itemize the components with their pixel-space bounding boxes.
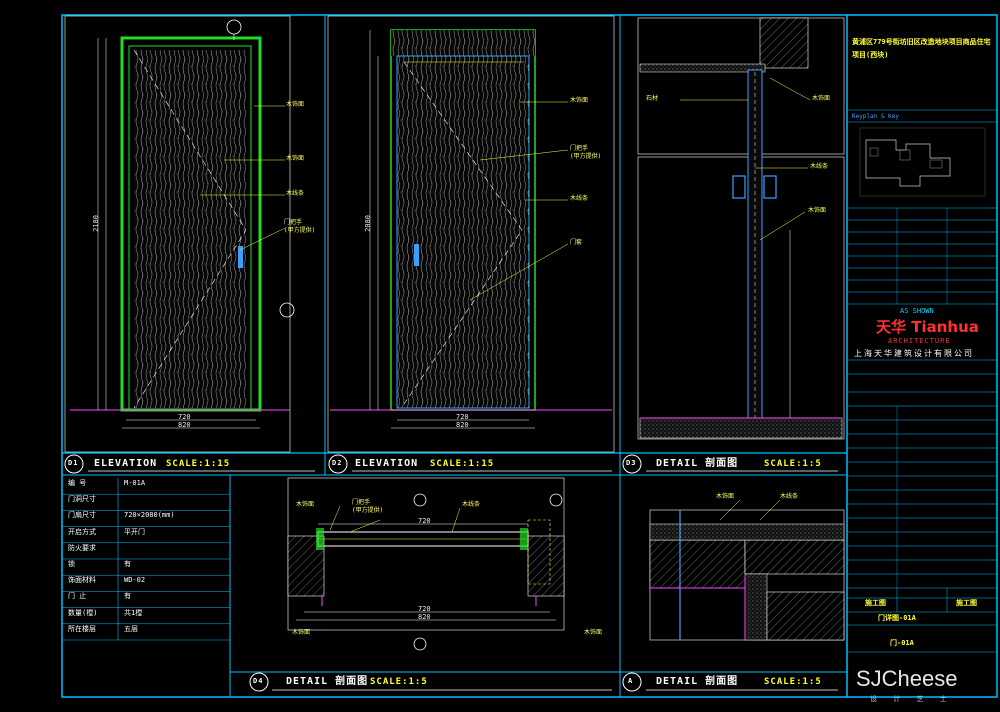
d4-dim-top: 720 [418, 517, 431, 525]
spec-row-key: 门扇尺寸 [68, 511, 96, 520]
d2-callout-handle-note: (甲方提供) [570, 153, 602, 160]
spec-row-value: M-01A [124, 479, 146, 487]
d3-callout-veneer: 木饰面 [812, 95, 831, 102]
d2-dim-outer: 820 [456, 421, 469, 429]
view-number-d1: D1 [68, 459, 79, 467]
d2-callout-frame: 门套 [570, 239, 583, 246]
spec-row-key: 饰面材料 [68, 576, 96, 585]
spec-row-value: 720×2080(mm) [124, 511, 175, 520]
d4-callout-veneer-right: 木饰面 [584, 629, 603, 636]
scale-note: AS SHOWN [900, 307, 934, 315]
spec-row-key: 锁 [68, 560, 75, 568]
d4-callout-veneer-bottom: 木饰面 [292, 629, 311, 636]
title-block-grid [847, 109, 997, 653]
company-name: 上海天华建筑设计有限公司 [854, 349, 974, 358]
d1-elevation [64, 15, 295, 453]
spec-row-key: 数量(樘) [68, 608, 98, 617]
stage-label-2: 施工图 [956, 599, 977, 607]
view-number-d2: D2 [332, 459, 343, 467]
spec-row-key: 编 号 [68, 479, 87, 487]
d3-callout-trim: 木线条 [810, 163, 829, 170]
spec-row-key: 门 止 [68, 592, 87, 601]
d1-callout-trim: 木线条 [286, 190, 305, 197]
a-detail [649, 499, 845, 641]
view-title-d3: DETAIL 剖面图 [656, 458, 739, 469]
d1-dim-height: 2180 [91, 215, 100, 232]
drawing-name: 门详图-01A [878, 614, 916, 622]
view-number-d3: D3 [626, 459, 637, 467]
a-callout-veneer: 木饰面 [716, 493, 735, 500]
d4-callout-handle-note: (甲方提供) [352, 507, 384, 514]
d2-callout-handle: 门把手 [570, 145, 589, 152]
spec-row-value: 平开门 [124, 527, 145, 536]
view-title-a: DETAIL 剖面图 [656, 676, 739, 687]
d4-callout-veneer: 木饰面 [296, 501, 315, 508]
spec-row-value: WD-02 [124, 576, 146, 585]
d3-callout-stone: 石材 [646, 95, 659, 102]
d2-callout-trim: 木线条 [570, 195, 589, 202]
d2-dim-inner: 720 [456, 413, 469, 421]
d2-callout-veneer: 木饰面 [570, 97, 589, 104]
d3-callout-veneer-2: 木饰面 [808, 207, 827, 214]
view-scale-a: SCALE:1:5 [764, 677, 822, 687]
view-scale-d2: SCALE:1:15 [430, 459, 495, 469]
view-title-d4: DETAIL 剖面图 [286, 676, 369, 687]
view-bubbles [64, 454, 642, 692]
d4-callout-trim: 木线条 [462, 501, 481, 508]
view-number-a: A [628, 677, 634, 685]
view-title-d1: ELEVATION [94, 458, 158, 469]
key-plan-label: Keyplan & Key [852, 113, 899, 120]
view-number-d4: D4 [253, 677, 264, 685]
spec-row-value: 五层 [124, 624, 138, 633]
d1-callout-veneer: 木饰面 [286, 101, 305, 108]
stage-label: 施工图 [865, 599, 886, 607]
company-logo-sub: ARCHITECTURE [888, 337, 951, 345]
company-logo: 天华 Tianhua [876, 318, 979, 336]
d1-callout-veneer-2: 木饰面 [286, 155, 305, 162]
spec-row-value: 共1樘 [124, 608, 143, 617]
d4-callout-handle: 门把手 [352, 499, 371, 506]
d2-elevation [327, 15, 615, 453]
d1-dim-outer: 820 [178, 421, 191, 429]
spec-row-key: 所在楼层 [68, 624, 96, 633]
project-title: 黄浦区779号街坊旧区改造地块项目商品住宅项目(西块) [852, 38, 991, 59]
a-callout-trim: 木线条 [780, 493, 799, 500]
spec-row-key: 防火要求 [68, 543, 96, 552]
drawing-number: 门-01A [890, 639, 914, 647]
d1-callout-handle: 门把手 [284, 219, 303, 226]
view-title-d2: ELEVATION [355, 458, 419, 469]
watermark-logo: SJCheese [856, 666, 958, 691]
spec-row-value: 有 [124, 592, 131, 601]
d3-detail [637, 17, 845, 440]
d1-callout-handle-note: (甲方提供) [284, 227, 316, 234]
d4-dim-outer: 820 [418, 613, 431, 621]
d2-dim-height: 2080 [363, 215, 372, 232]
view-scale-d4: SCALE:1:5 [370, 677, 428, 687]
spec-row-key: 门洞尺寸 [68, 495, 96, 504]
spec-row-value: 有 [124, 560, 131, 568]
view-scale-d1: SCALE:1:15 [166, 459, 231, 469]
d4-dim-inner: 720 [418, 605, 431, 613]
view-scale-d3: SCALE:1:5 [764, 459, 822, 469]
spec-row-key: 开启方式 [68, 527, 96, 536]
d4-detail [287, 477, 565, 651]
d1-dim-inner: 720 [178, 413, 191, 421]
watermark-sub: 设 计 芝 士 [870, 695, 953, 703]
